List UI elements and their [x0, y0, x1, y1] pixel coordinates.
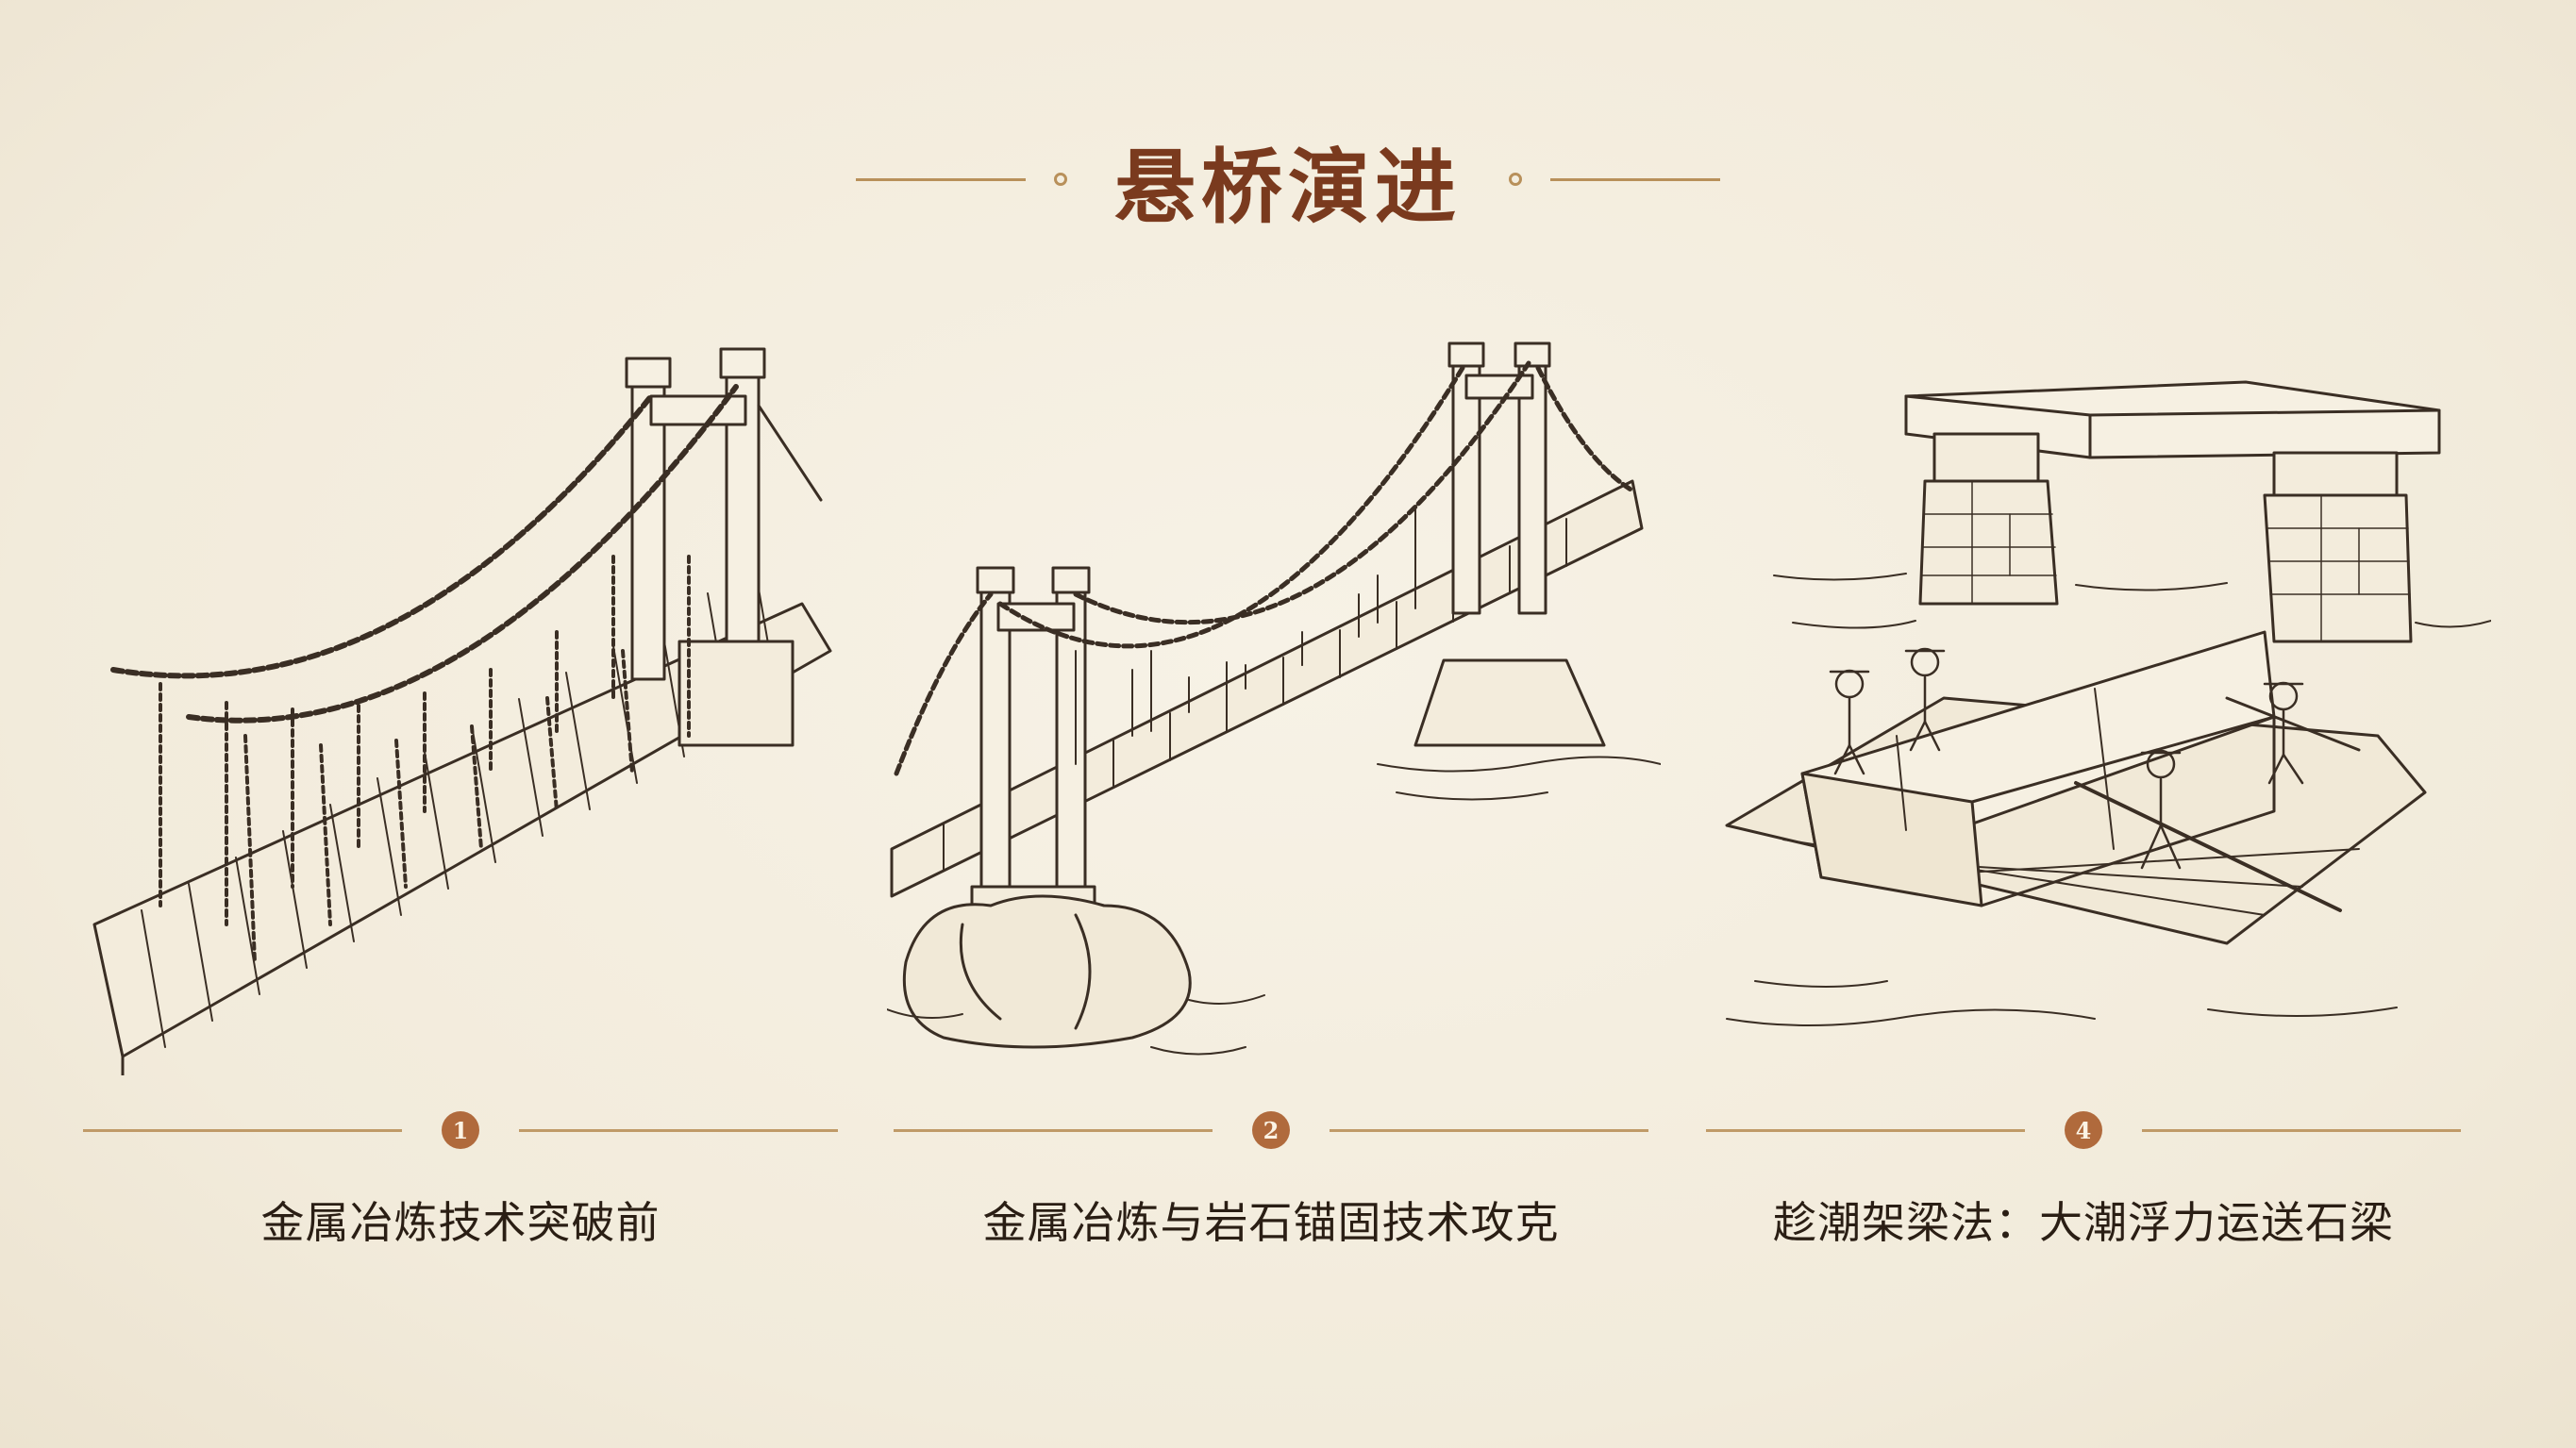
step-1-rule-right — [519, 1128, 838, 1132]
step-3: 4 趁潮架梁法：大潮浮力运送石梁 — [1706, 1102, 2461, 1272]
step-2-rule-left — [894, 1128, 1213, 1132]
stone-beam-raft-illustration — [1698, 321, 2491, 1075]
step-2: 2 金属冶炼与岩石锚固技术攻克 — [894, 1102, 1648, 1272]
step-1-caption: 金属冶炼技术突破前 — [260, 1197, 661, 1248]
step-2-rule-right — [1330, 1128, 1648, 1132]
step-1-rule-left — [83, 1128, 402, 1132]
step-1-rule: 1 — [83, 1102, 838, 1158]
step-3-badge: 4 — [2065, 1111, 2102, 1149]
title-ornament-right-icon — [1509, 173, 1522, 186]
step-2-badge: 2 — [1252, 1111, 1290, 1149]
step-3-rule-left — [1706, 1128, 2025, 1132]
step-3-rule-right — [2142, 1128, 2461, 1132]
step-2-caption: 金属冶炼与岩石锚固技术攻克 — [982, 1197, 1560, 1248]
step-1-badge: 1 — [442, 1111, 479, 1149]
step-1: 1 金属冶炼技术突破前 — [83, 1102, 838, 1272]
title-rule-left — [856, 177, 1026, 181]
step-3-caption: 趁潮架梁法：大潮浮力运送石梁 — [1773, 1197, 2394, 1248]
chain-suspension-bridge-illustration — [85, 321, 859, 1075]
title-ornament-left-icon — [1054, 173, 1067, 186]
step-3-rule: 4 — [1706, 1102, 2461, 1158]
step-2-rule: 2 — [894, 1102, 1648, 1158]
page-title: 悬桥演进 — [1114, 139, 1462, 235]
anchored-suspension-bridge-illustration — [887, 321, 1661, 1075]
title-rule-right — [1550, 177, 1720, 181]
title-row: 悬桥演进 — [0, 123, 2576, 236]
